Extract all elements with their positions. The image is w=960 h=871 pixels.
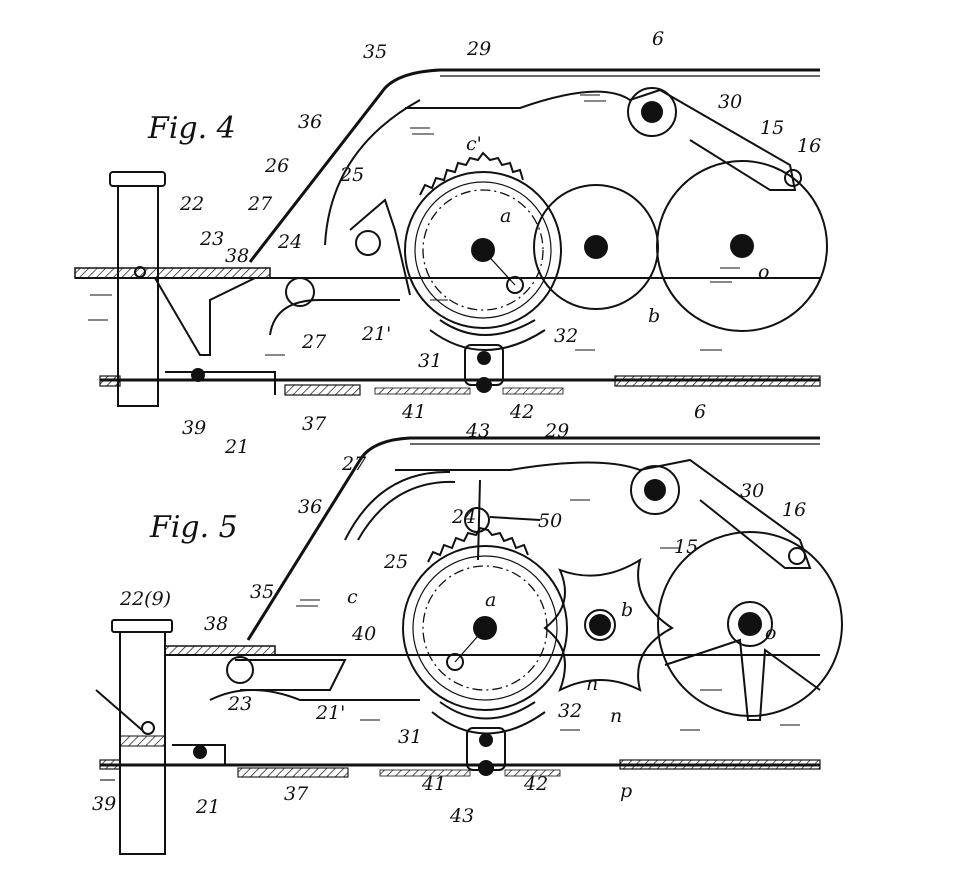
fig4-label-24: 41 <box>401 401 426 423</box>
fig4-label-11: a <box>500 205 511 227</box>
fig4-label-19: 27 <box>301 331 327 353</box>
plunger-22 <box>117 185 159 407</box>
fig5-label-14: o <box>765 622 776 644</box>
fig5-label-28: 41 <box>421 773 446 795</box>
gear-c <box>402 545 568 711</box>
fig5-label-16: 38 <box>204 613 228 635</box>
fig5-label-30: 43 <box>449 805 474 827</box>
fig5-label-5: 36 <box>298 496 322 518</box>
figure-5 <box>95 436 843 855</box>
fig4-label-8: 27 <box>247 193 273 215</box>
star-wheel-b <box>543 557 674 693</box>
fig4-label-26: 42 <box>509 401 534 423</box>
fig5-label-29: 42 <box>523 773 548 795</box>
fig4-label-16: b <box>648 305 660 327</box>
fig5-label-27: 37 <box>284 783 309 805</box>
fig4-label-21: 31 <box>418 350 442 372</box>
fig4-label-0: 35 <box>363 41 387 63</box>
fig5-label-22: n <box>610 705 622 727</box>
fig4-label-20: 32 <box>554 325 578 347</box>
fig4-label-7: 26 <box>264 155 289 177</box>
fig5-label-26: 21 <box>195 796 220 818</box>
fig4-label-12: 22 <box>179 193 204 215</box>
base-plate <box>74 267 271 279</box>
fig4-label-22: 39 <box>182 417 206 439</box>
fig4-label-9: 25 <box>339 164 364 186</box>
fig4-label-5: 16 <box>797 135 821 157</box>
fig4-label-17: o <box>758 261 769 283</box>
fig4-label-23: 37 <box>302 413 327 435</box>
fig5-label-17: 40 <box>351 623 376 645</box>
fig5-label-23: 31 <box>398 726 422 748</box>
fig5-label-3: 30 <box>740 480 764 502</box>
fig4-label-14: 38 <box>225 245 249 267</box>
knob-22 <box>109 171 166 187</box>
fig5-label-9: 25 <box>383 551 408 573</box>
fig4-label-6: 36 <box>298 111 322 133</box>
arm-29 <box>405 88 797 191</box>
fig4-label-1: 29 <box>466 38 491 60</box>
fig4-label-15: 24 <box>277 231 302 253</box>
fig4-label-2: 6 <box>652 28 664 50</box>
gear-c-prime <box>404 171 562 329</box>
fig4-label-18: 21' <box>361 323 391 345</box>
fig5-label-2: 27 <box>341 453 367 475</box>
fig5-label-25: 39 <box>92 793 116 815</box>
figure-5-labels: 29 6 27 30 16 36 24 50 15 25 35 c a b o 22(9) 38 40 n 23 21'… <box>92 401 806 827</box>
fig5-label-0: 29 <box>544 420 569 442</box>
fig5-label-1: 6 <box>694 401 706 423</box>
fig5-label-12: a <box>485 589 496 611</box>
fig4-label-10: c' <box>466 133 482 155</box>
fig5-label-13: b <box>621 599 633 621</box>
fig5-label-18: n <box>586 673 598 695</box>
fig5-label-10: 35 <box>250 581 274 603</box>
fig5-label-15: 22(9) <box>119 588 171 610</box>
fig5-label-21: 32 <box>558 700 582 722</box>
fig5-label-20: 21' <box>315 702 345 724</box>
fig5-label-19: 23 <box>227 693 252 715</box>
figure-5-title: Fig. 5 <box>149 510 238 545</box>
figure-4 <box>74 68 828 407</box>
fig4-label-3: 30 <box>718 91 742 113</box>
fig5-label-11: c <box>347 586 358 608</box>
fig5-label-4: 16 <box>782 499 806 521</box>
wheel-o <box>656 160 828 332</box>
fig5-label-24: p <box>620 780 632 802</box>
pivot-6 <box>641 101 663 123</box>
housing-top-wall-5 <box>246 436 820 641</box>
fig5-label-7: 50 <box>538 510 562 532</box>
fig4-label-25: 43 <box>465 420 490 442</box>
fig4-label-4: 15 <box>760 117 784 139</box>
guide-36 <box>324 99 421 246</box>
fig4-label-27: 21 <box>224 436 249 458</box>
fig5-label-6: 24 <box>451 506 476 528</box>
cam-wheel-o <box>657 531 843 717</box>
fig4-label-13: 23 <box>199 228 224 250</box>
housing-top-wall <box>248 68 820 263</box>
figure-4-title: Fig. 4 <box>147 111 236 146</box>
fig5-label-8: 15 <box>674 536 698 558</box>
pivot-6-5 <box>644 479 666 501</box>
